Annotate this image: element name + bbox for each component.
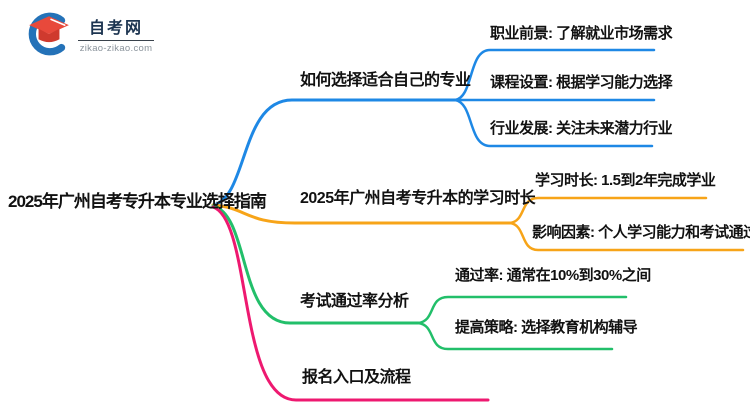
- branch3-child1-label: 通过率: 通常在10%到30%之间: [455, 267, 651, 284]
- graduation-cap-logo-icon: [28, 12, 69, 56]
- branch1-child2-label: 课程设置: 根据学习能力选择: [490, 74, 673, 91]
- root-node-label: 2025年广州自考专升本专业选择指南: [8, 192, 267, 211]
- branch1-child3-edge: [453, 98, 654, 148]
- site-url: zikao-zikao.com: [79, 43, 153, 54]
- branch1-child3-label: 行业发展: 关注未来潜力行业: [490, 120, 673, 137]
- branch4-label: 报名入口及流程: [302, 369, 411, 386]
- site-logo[interactable]: 自考网 zikao-zikao.com: [26, 10, 156, 58]
- branch3-label: 考试通过率分析: [300, 293, 409, 310]
- branch2-child2-edge: [508, 221, 745, 252]
- branch3-edge: [211, 204, 420, 325]
- branch3-child1-edge: [416, 295, 628, 325]
- branch2-child1-edge: [508, 196, 708, 225]
- branch2-child2-label: 影响因素: 个人学习能力和考试通过率: [532, 224, 750, 241]
- branch1-label: 如何选择适合自己的专业: [300, 72, 471, 89]
- branch2-child1-label: 学习时长: 1.5到2年完成学业: [535, 172, 716, 189]
- logo-divider: [78, 40, 154, 41]
- branch2-label: 2025年广州自考专升本的学习时长: [300, 190, 536, 207]
- branch1-edge: [211, 98, 457, 207]
- branch2-edge: [211, 203, 512, 225]
- logo-cap-base: [38, 28, 60, 43]
- branch1-child1-label: 职业前景: 了解就业市场需求: [490, 25, 673, 42]
- branch3-child2-edge: [416, 321, 614, 351]
- logo-cap-highlight: [50, 18, 66, 26]
- logo-swoosh: [28, 12, 66, 56]
- branch3-child2-label: 提高策略: 选择教育机构辅导: [455, 319, 638, 336]
- site-name: 自考网: [88, 20, 143, 37]
- branch4-edge: [211, 205, 490, 402]
- branch1-child1-edge: [453, 48, 656, 102]
